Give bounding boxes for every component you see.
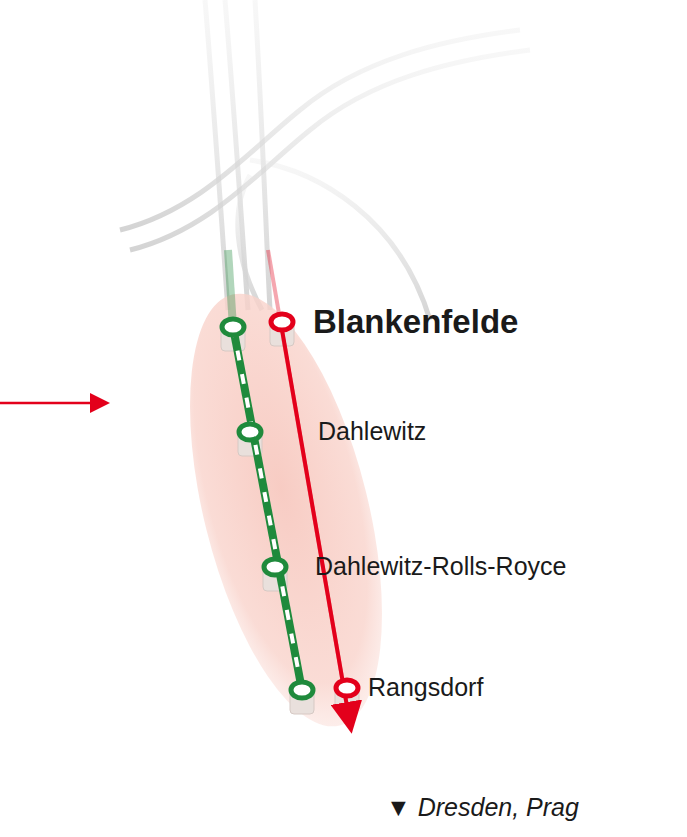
station-name: Dahlewitz-Rolls-Royce bbox=[315, 553, 566, 581]
sbahn-line bbox=[233, 327, 302, 690]
sbahn-dash bbox=[233, 327, 302, 690]
station-name: Dahlewitz bbox=[318, 418, 426, 446]
rail-line-faint bbox=[228, 250, 233, 327]
destination: ▼ Dresden, Prag bbox=[386, 794, 579, 822]
station-name: Rangsdorf bbox=[368, 674, 483, 702]
pointer-arrow bbox=[0, 402, 100, 405]
station-marker bbox=[222, 314, 358, 698]
regional-line bbox=[280, 318, 349, 718]
motorway bbox=[120, 0, 530, 320]
station-name: Blankenfelde bbox=[313, 304, 518, 340]
